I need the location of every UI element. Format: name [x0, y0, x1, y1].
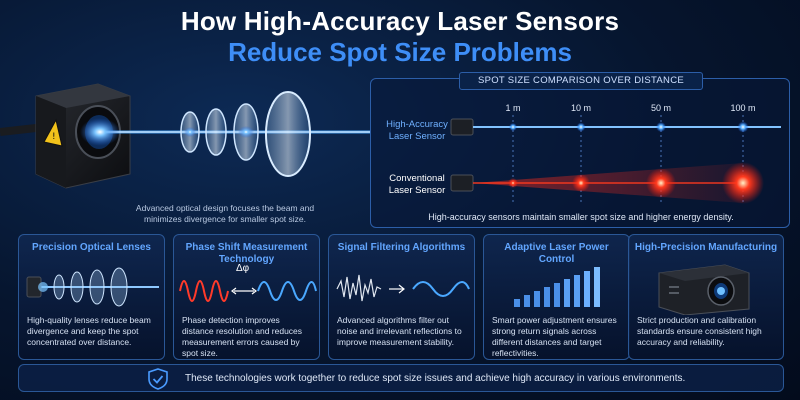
card-text: Advanced algorithms filter out noise and…	[337, 315, 462, 347]
card-title: High-Precision Manufacturing	[634, 242, 778, 253]
card-adaptive-power: Adaptive Laser Power Control Smart power…	[483, 234, 630, 360]
page-subtitle: Reduce Spot Size Problems	[228, 37, 572, 67]
lens-stack-icon	[26, 267, 159, 307]
hero-caption: Advanced optical design focuses the beam…	[135, 203, 315, 224]
card-title: Phase Shift Measurement Technology	[185, 242, 308, 265]
card-text: Phase detection improves distance resolu…	[182, 315, 303, 358]
card-phase-shift: Phase Shift Measurement Technology Δφ Ph…	[173, 234, 320, 360]
page-title: How High-Accuracy Laser Sensors	[180, 6, 620, 36]
distance-label: 1 m	[505, 103, 521, 113]
footer-banner: These technologies work together to redu…	[18, 364, 784, 392]
distance-label: 10 m	[570, 103, 591, 113]
card-text: Smart power adjustment ensures strong re…	[492, 315, 617, 358]
card-text: Strict production and calibration standa…	[637, 315, 762, 347]
spot-size-comparison-panel: SPOT SIZE COMPARISON OVER DISTANCE 1 m 1…	[370, 72, 790, 228]
card-title: Signal Filtering Algorithms	[337, 242, 466, 253]
power-bars-icon	[514, 267, 600, 307]
card-signal-filtering: Signal Filtering Algorithms Advanced alg…	[328, 234, 475, 360]
shield-check-icon	[148, 368, 168, 390]
sensor-illustration: !	[0, 83, 370, 189]
svg-text:!: !	[52, 132, 56, 142]
sensor-device-icon	[658, 264, 750, 315]
card-precision-optical-lenses: Precision Optical Lenses High-quality le…	[18, 234, 165, 360]
signal-filter-icon	[336, 274, 470, 302]
footer-text: These technologies work together to redu…	[185, 373, 686, 384]
card-title: Precision Optical Lenses	[32, 242, 151, 253]
phase-wave-icon	[179, 280, 317, 302]
card-text: High-quality lenses reduce beam divergen…	[27, 315, 151, 347]
high-accuracy-label: High-Accuracy Laser Sensor	[386, 119, 448, 142]
comparison-graphic	[450, 115, 781, 204]
card-title: Adaptive Laser Power Control	[504, 242, 609, 265]
conventional-label: Conventional Laser Sensor	[388, 173, 446, 196]
distance-label: 100 m	[730, 103, 756, 113]
comparison-note: High-accuracy sensors maintain smaller s…	[428, 212, 734, 222]
card-high-precision-manufacturing: High-Precision Manufacturing Strict prod…	[628, 234, 784, 360]
phase-symbol: Δφ	[236, 263, 250, 274]
distance-label: 50 m	[650, 103, 671, 113]
comparison-title: SPOT SIZE COMPARISON OVER DISTANCE	[459, 72, 703, 90]
